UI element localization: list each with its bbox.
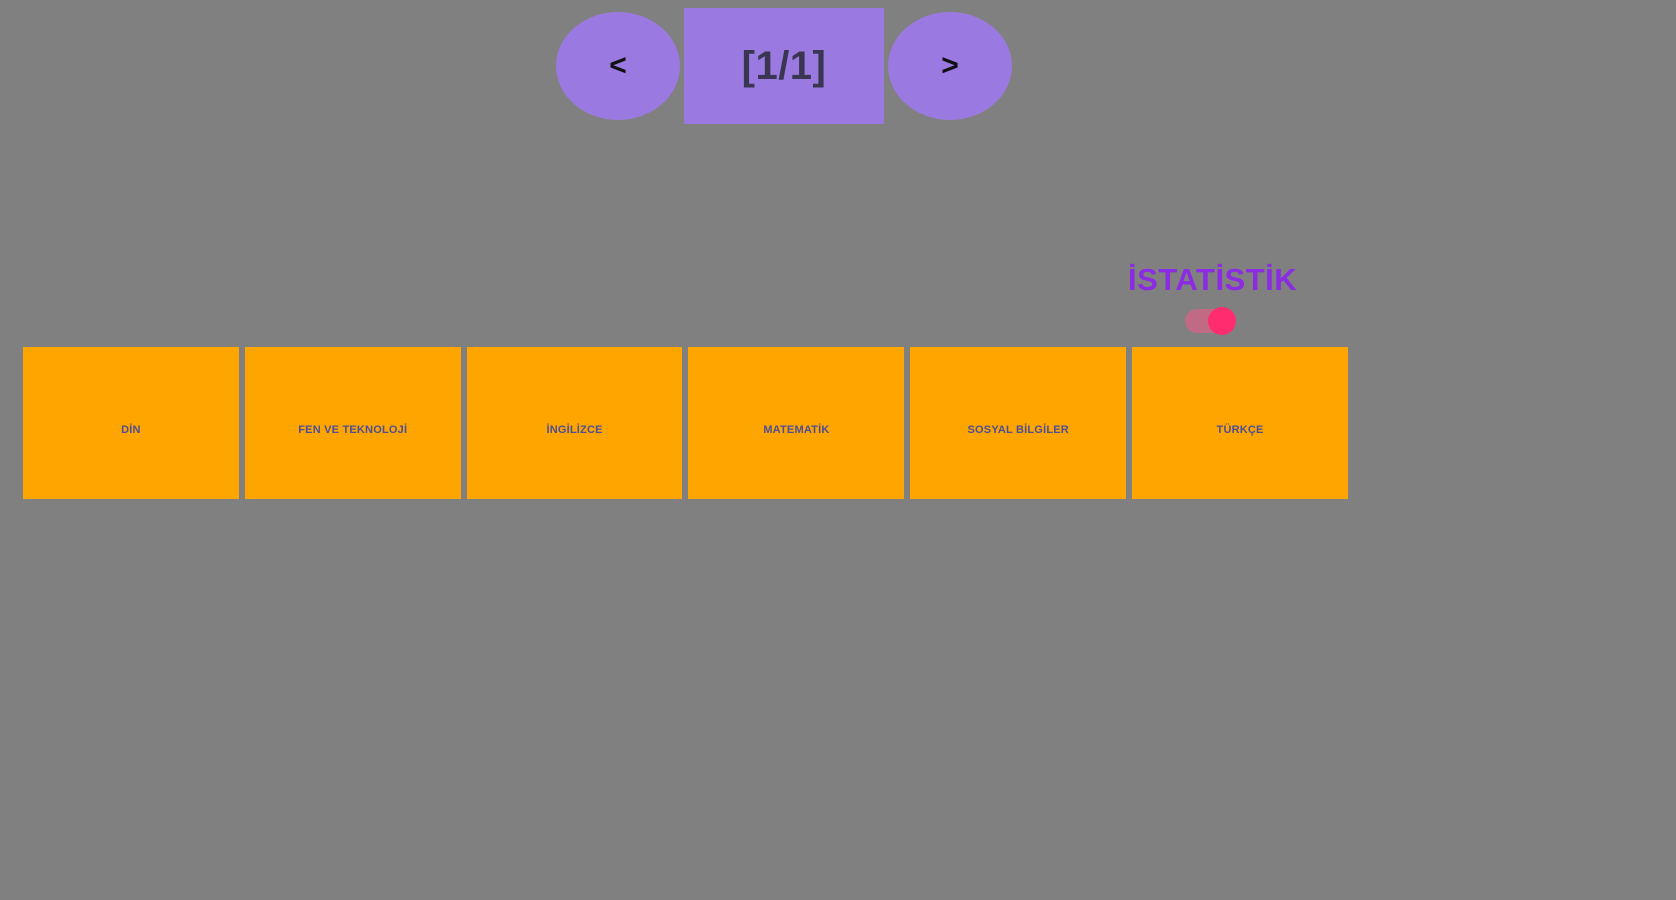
subject-tile-din[interactable]: DİN [23,347,239,499]
page-indicator[interactable]: [1/1] [684,8,884,124]
next-page-button[interactable]: > [888,12,1012,120]
pagination-bar: < [1/1] > [556,8,1018,124]
subject-tile-sosyal-bilgiler[interactable]: SOSYAL BİLGİLER [910,347,1127,499]
subject-tile-turkce[interactable]: TÜRKÇE [1132,347,1348,499]
statistics-toggle[interactable] [1185,307,1236,335]
subject-tile-label: FEN VE TEKNOLOJİ [298,424,408,437]
subject-button-row: DİN FEN VE TEKNOLOJİ İNGİLİZCE MATEMATİK… [23,347,1348,499]
subject-tile-label: TÜRKÇE [1216,424,1264,437]
statistics-control: İSTATİSTİK [1128,264,1328,344]
subject-tile-label: SOSYAL BİLGİLER [967,424,1069,437]
subject-tile-matematik[interactable]: MATEMATİK [688,347,905,499]
subject-tile-fen-ve-teknoloji[interactable]: FEN VE TEKNOLOJİ [244,347,461,499]
subject-tile-label: DİN [121,424,141,437]
toggle-knob-icon [1208,307,1236,335]
subject-tile-ingilizce[interactable]: İNGİLİZCE [466,347,683,499]
subject-tile-label: İNGİLİZCE [546,424,603,437]
previous-page-button[interactable]: < [556,12,680,120]
statistics-label: İSTATİSTİK [1128,262,1298,297]
subject-tile-label: MATEMATİK [763,424,830,437]
